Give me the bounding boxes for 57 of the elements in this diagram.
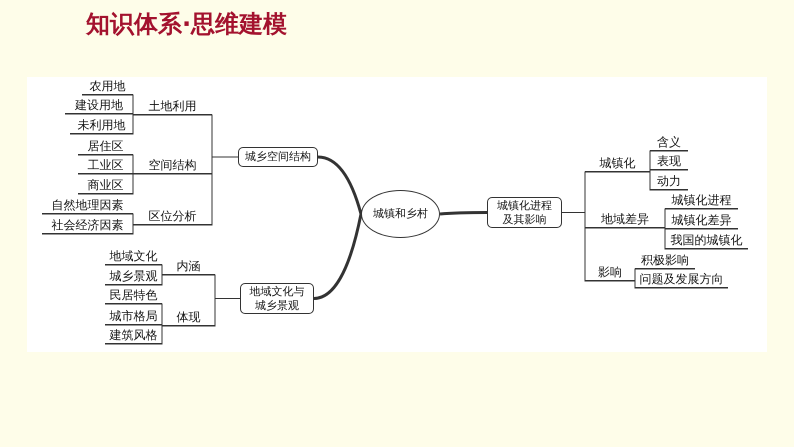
branch-label: 内涵 — [162, 259, 215, 275]
connector-line — [650, 170, 688, 172]
branch-label: 积极影响 — [635, 253, 695, 269]
connector-line — [664, 208, 738, 228]
connector-line — [664, 228, 748, 250]
connector-line — [318, 156, 362, 214]
branch-label: 建筑风格 — [105, 328, 162, 344]
branch-label: 建设用地 — [65, 98, 133, 114]
connector-line — [634, 268, 696, 282]
connector-line — [78, 174, 134, 194]
branch-label: 民居特色 — [105, 288, 162, 304]
branch-label: 商业区 — [78, 178, 133, 194]
branch-label: 区位分析 — [133, 209, 212, 225]
branch-label: 城乡景观 — [105, 269, 162, 285]
branch-label: 地域文化 — [105, 249, 162, 265]
branch-label: 未利用地 — [70, 118, 133, 134]
branch-label: 城镇化 — [585, 156, 650, 172]
branch-label: 空间结构 — [133, 158, 212, 174]
branch-label: 居住区 — [78, 139, 133, 155]
connector-line — [132, 156, 238, 226]
branch-label: 城市格局 — [105, 309, 162, 325]
topic-box: 地域文化与城乡景观 — [240, 283, 314, 314]
connector-line — [664, 228, 738, 230]
branch-label: 动力 — [650, 174, 688, 190]
branch-label: 土地利用 — [133, 99, 212, 115]
title: 知识体系·思维建模 — [86, 9, 288, 40]
branch-label: 农用地 — [82, 79, 133, 95]
connector-line — [440, 211, 487, 216]
branch-label: 地域差异 — [585, 212, 665, 228]
branch-label: 体现 — [162, 310, 215, 326]
branch-label: 问题及发展方向 — [635, 272, 728, 288]
connector-line — [104, 304, 162, 326]
branch-label: 社会经济因素 — [42, 218, 133, 234]
branch-label: 城镇化进程 — [665, 193, 738, 209]
branch-label: 自然地理因素 — [42, 198, 133, 214]
connector-line — [42, 214, 134, 226]
topic-box: 城乡空间结构 — [238, 147, 318, 167]
connector-line — [104, 274, 162, 286]
branch-label: 表现 — [650, 154, 688, 170]
branch-label: 城镇化差异 — [665, 213, 738, 229]
connector-line — [650, 150, 688, 172]
connector-line — [42, 224, 134, 234]
connector-line — [562, 212, 636, 282]
topic-box: 城镇化进程及其影响 — [487, 197, 562, 228]
branch-label: 含义 — [650, 135, 688, 151]
connector-line — [104, 264, 162, 276]
connector-line — [70, 114, 134, 134]
connector-line — [64, 114, 134, 116]
connector-line — [162, 298, 240, 326]
connector-line — [78, 154, 134, 174]
connector-line — [314, 214, 362, 300]
connector-line — [104, 324, 162, 326]
connector-line — [82, 94, 134, 116]
connector-line — [634, 280, 728, 288]
branch-label: 影响 — [585, 265, 635, 281]
branch-label: 我国的城镇化 — [665, 233, 748, 249]
branch-label: 工业区 — [78, 158, 133, 174]
